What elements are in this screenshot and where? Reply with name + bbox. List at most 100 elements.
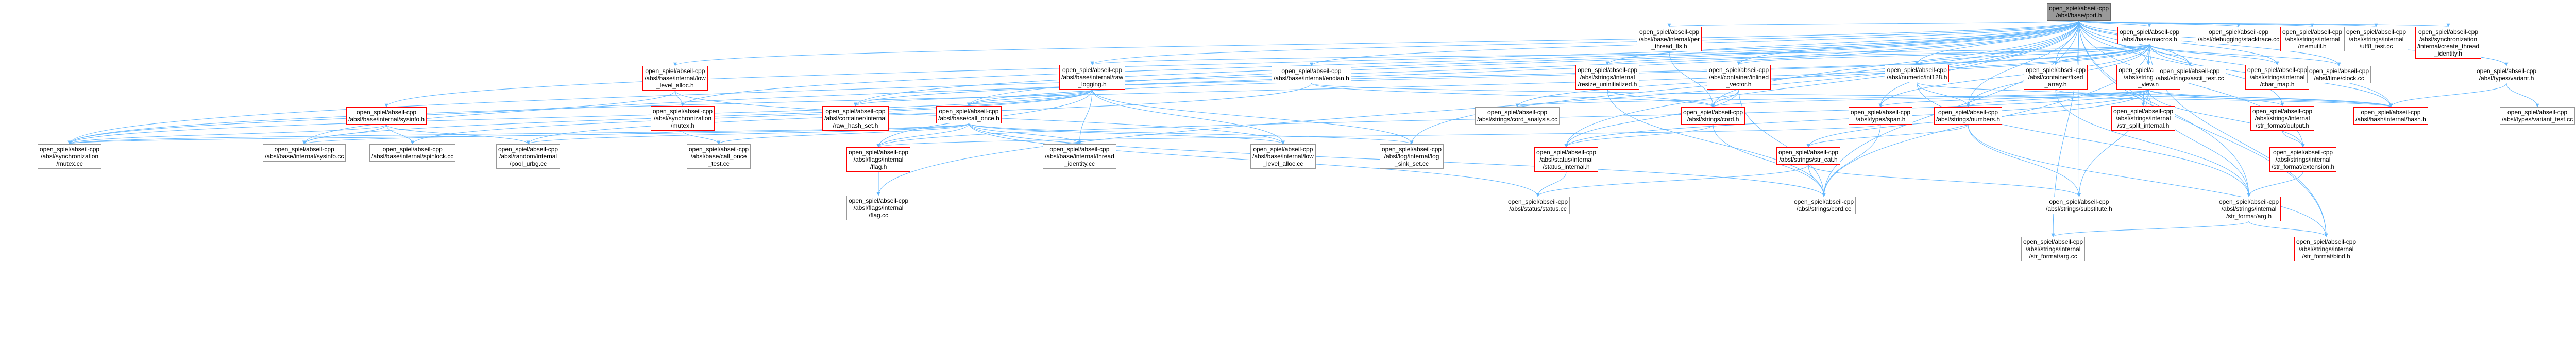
- graph-node-label: /absl/base/internal/low: [645, 75, 706, 82]
- graph-node-label: /absl/status/internal: [1539, 156, 1593, 163]
- graph-node-substitute[interactable]: open_spiel/abseil-cpp/absl/strings/subst…: [2044, 197, 2114, 214]
- edge-span-flagh: [877, 124, 1881, 148]
- edge-callonce-flagh: [876, 123, 969, 148]
- graph-node-label: open_spiel/abseil-cpp: [1851, 109, 1911, 116]
- graph-node-label: open_spiel/abseil-cpp: [1794, 198, 1854, 205]
- graph-node-extension[interactable]: open_spiel/abseil-cpp/absl/strings/inter…: [2269, 147, 2337, 172]
- graph-node-strformatoutput[interactable]: open_spiel/abseil-cpp/absl/strings/inter…: [2250, 106, 2315, 131]
- edge-stringview-cordanalysis: [1515, 89, 2149, 108]
- edge-macros-resizeuninit: [1605, 44, 2150, 65]
- graph-node-label: open_spiel/abseil-cpp: [498, 146, 558, 153]
- graph-node-variant[interactable]: open_spiel/abseil-cpp/absl/types/variant…: [2475, 66, 2539, 83]
- graph-node-asciitest[interactable]: open_spiel/abseil-cpp/absl/strings/ascii…: [2154, 66, 2226, 83]
- edge-rawlogging-hashset: [854, 89, 1093, 107]
- edge-variant-varianttest: [2506, 83, 2539, 108]
- edge-cordh-cordcc: [1713, 124, 1826, 197]
- edge-resizeuninit-cordcc: [1607, 89, 1826, 197]
- graph-node-statusinternal[interactable]: open_spiel/abseil-cpp/absl/status/intern…: [1534, 147, 1599, 172]
- graph-node-span[interactable]: open_spiel/abseil-cpp/absl/types/span.h: [1849, 107, 1913, 125]
- graph-node-label: /absl/log/internal/log: [1384, 153, 1439, 160]
- graph-node-flagcc[interactable]: open_spiel/abseil-cpp/absl/flags/interna…: [846, 196, 911, 220]
- graph-node-createthread[interactable]: open_spiel/abseil-cpp/absl/synchronizati…: [2415, 27, 2482, 59]
- graph-node-label: /absl/base/call_once: [690, 153, 747, 160]
- graph-node-flagh[interactable]: open_spiel/abseil-cpp/absl/flags/interna…: [846, 147, 911, 172]
- graph-node-inlinedvector[interactable]: open_spiel/abseil-cpp/absl/container/inl…: [1707, 65, 1771, 90]
- edge-root-createthread: [2078, 20, 2450, 27]
- graph-node-label: /absl/base/call_once.h: [938, 115, 999, 122]
- graph-node-randompool[interactable]: open_spiel/abseil-cpp/absl/random/intern…: [496, 144, 561, 169]
- graph-node-lowlevelalloc[interactable]: open_spiel/abseil-cpp/absl/base/internal…: [642, 66, 708, 91]
- graph-node-label: open_spiel/abseil-cpp: [1683, 109, 1743, 116]
- graph-node-label: /memutil.h: [2298, 43, 2327, 50]
- graph-node-endian[interactable]: open_spiel/abseil-cpp/absl/base/internal…: [1272, 66, 1351, 83]
- graph-node-label: /absl/strings/numbers.h: [1936, 116, 2001, 123]
- edge-inlinedvector-cordh: [1711, 89, 1739, 108]
- graph-node-stacktrace[interactable]: open_spiel/abseil-cpp/absl/debugging/sta…: [2196, 27, 2282, 44]
- graph-node-hashset[interactable]: open_spiel/abseil-cpp/absl/container/int…: [822, 106, 889, 131]
- graph-node-label: /absl/types/variant_test.cc: [2502, 116, 2573, 123]
- graph-node-root[interactable]: open_spiel/abseil-cpp/absl/base/port.h: [2047, 3, 2111, 21]
- graph-node-numbers[interactable]: open_spiel/abseil-cpp/absl/strings/numbe…: [1934, 107, 2003, 125]
- graph-node-cordcc[interactable]: open_spiel/abseil-cpp/absl/strings/cord.…: [1792, 197, 1856, 214]
- graph-node-label: /raw_hash_set.h: [833, 122, 878, 129]
- graph-node-varianttest[interactable]: open_spiel/abseil-cpp/absl/types/variant…: [2500, 107, 2575, 125]
- graph-node-cthread[interactable]: open_spiel/abseil-cpp/absl/base/internal…: [1637, 27, 1702, 51]
- graph-node-label: /absl/types/span.h: [1855, 116, 1906, 123]
- graph-node-bindh[interactable]: open_spiel/abseil-cpp/absl/strings/inter…: [2294, 237, 2359, 261]
- graph-node-mutexcc[interactable]: open_spiel/abseil-cpp/absl/synchronizati…: [38, 144, 102, 169]
- graph-node-label: /absl/container/inlined: [1709, 74, 1769, 81]
- edge-numbers-strcat: [1806, 124, 1969, 148]
- graph-node-label: open_spiel/abseil-cpp: [825, 108, 886, 115]
- edge-stringview-strformatoutput: [2148, 89, 2284, 107]
- graph-node-rawlogging[interactable]: open_spiel/abseil-cpp/absl/base/internal…: [1059, 65, 1126, 90]
- graph-node-calloncetest[interactable]: open_spiel/abseil-cpp/absl/base/call_onc…: [687, 144, 751, 169]
- graph-node-label: /absl/random/internal: [499, 153, 557, 160]
- graph-node-label: /absl/synchronization: [654, 115, 712, 122]
- edge-macros-asciitest: [2149, 44, 2192, 66]
- edge-numbers-substitute: [1968, 124, 2081, 197]
- graph-node-kernmutex[interactable]: open_spiel/abseil-cpp/absl/synchronizati…: [651, 106, 715, 131]
- graph-node-macros[interactable]: open_spiel/abseil-cpp/absl/base/macros.h: [2117, 27, 2182, 44]
- edge-endian-hashinternal: [1311, 83, 2393, 108]
- edge-stringview-cordh: [1711, 89, 2149, 108]
- graph-node-label: /absl/strings/internal: [2348, 36, 2404, 43]
- edge-callonce-sysinfocc: [302, 123, 969, 145]
- graph-node-label: /flag.cc: [869, 211, 889, 219]
- graph-node-label: open_spiel/abseil-cpp: [2507, 109, 2568, 116]
- graph-node-charmap[interactable]: open_spiel/abseil-cpp/absl/strings/inter…: [2245, 65, 2310, 90]
- edge-rawlogging-logsink: [1092, 89, 1414, 145]
- graph-node-cordh[interactable]: open_spiel/abseil-cpp/absl/strings/cord.…: [1681, 107, 1745, 125]
- graph-node-label: /absl/strings/ascii_test.cc: [2156, 75, 2224, 82]
- graph-node-clock[interactable]: open_spiel/abseil-cpp/absl/time/clock.cc: [2307, 66, 2371, 83]
- edge-strformatoutput-extension: [2282, 130, 2305, 148]
- graph-node-memutil[interactable]: open_spiel/abseil-cpp/absl/strings/inter…: [2280, 27, 2345, 51]
- graph-node-hashinternal[interactable]: open_spiel/abseil-cpp/absl/hash/internal…: [2353, 107, 2428, 125]
- edge-root-inlinedvector: [1737, 20, 2079, 65]
- graph-node-logsink[interactable]: open_spiel/abseil-cpp/absl/log/internal/…: [1380, 144, 1444, 169]
- graph-node-resizeuninit[interactable]: open_spiel/abseil-cpp/absl/strings/inter…: [1575, 65, 1640, 90]
- graph-node-sysinfocc[interactable]: open_spiel/abseil-cpp/absl/base/internal…: [263, 144, 346, 162]
- graph-node-sysinfo[interactable]: open_spiel/abseil-cpp/absl/base/internal…: [346, 107, 427, 125]
- graph-node-label: /mutex.h: [671, 122, 695, 129]
- graph-node-strsplitinternal[interactable]: open_spiel/abseil-cpp/absl/strings/inter…: [2111, 106, 2176, 131]
- edge-cordh-statusinternal: [1564, 124, 1714, 148]
- graph-node-cordanalysis[interactable]: open_spiel/abseil-cpp/absl/strings/cord_…: [1475, 107, 1560, 125]
- graph-node-label: open_spiel/abseil-cpp: [849, 197, 909, 204]
- graph-node-int128[interactable]: open_spiel/abseil-cpp/absl/numeric/int12…: [1885, 65, 1950, 82]
- graph-node-argcc[interactable]: open_spiel/abseil-cpp/absl/strings/inter…: [2021, 237, 2086, 261]
- graph-node-label: /absl/types/variant.h: [2479, 75, 2534, 82]
- graph-node-statuscc[interactable]: open_spiel/abseil-cpp/absl/status/status…: [1506, 197, 1570, 214]
- graph-node-threadidentity[interactable]: open_spiel/abseil-cpp/absl/base/internal…: [1043, 144, 1116, 169]
- edge-int128-numbers: [1917, 82, 1970, 108]
- graph-node-spinlock[interactable]: open_spiel/abseil-cpp/absl/base/internal…: [369, 144, 456, 162]
- graph-node-strcat[interactable]: open_spiel/abseil-cpp/absl/strings/str_c…: [1776, 147, 1841, 165]
- graph-node-label: open_spiel/abseil-cpp: [2361, 109, 2421, 116]
- graph-node-callonce[interactable]: open_spiel/abseil-cpp/absl/base/call_onc…: [936, 106, 1002, 123]
- graph-node-lowlevelalloccc[interactable]: open_spiel/abseil-cpp/absl/base/internal…: [1250, 144, 1316, 169]
- graph-node-fixedarray[interactable]: open_spiel/abseil-cpp/absl/container/fix…: [2024, 65, 2088, 90]
- graph-node-argh[interactable]: open_spiel/abseil-cpp/absl/strings/inter…: [2217, 197, 2281, 221]
- graph-node-label: /absl/strings/cord.cc: [1797, 205, 1852, 213]
- graph-node-label: open_spiel/abseil-cpp: [2282, 28, 2343, 36]
- graph-node-utf8test[interactable]: open_spiel/abseil-cpp/absl/strings/inter…: [2344, 27, 2409, 51]
- edge-macros-fixedarray: [2054, 44, 2150, 65]
